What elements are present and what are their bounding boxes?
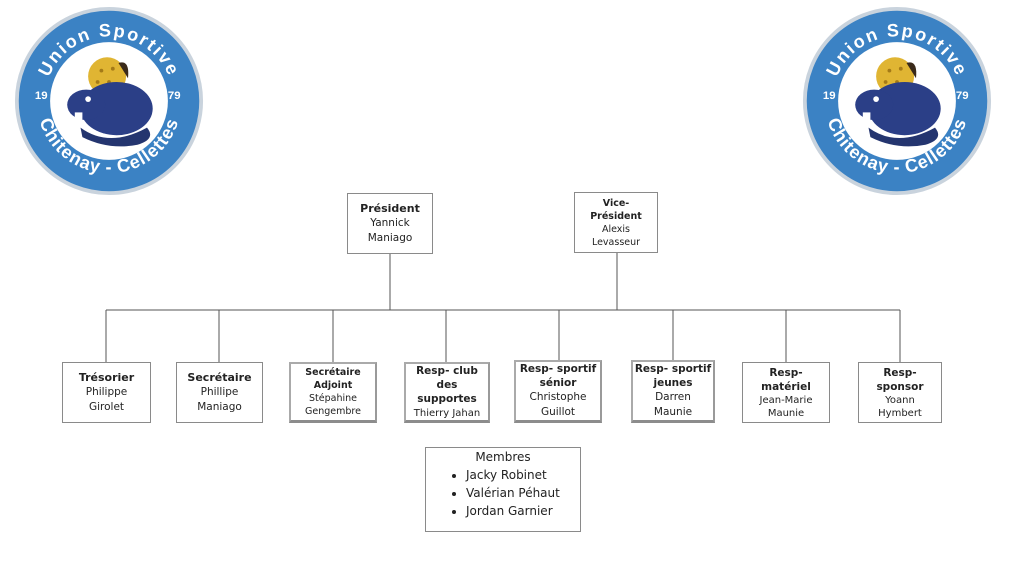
members-list: Jacky Robinet Valérian Péhaut Jordan Gar… xyxy=(426,466,580,520)
person-name: Hymbert xyxy=(878,407,922,419)
logo-year-left: 19 xyxy=(35,90,48,102)
list-item: Valérian Péhaut xyxy=(466,484,580,502)
person-name: Maniago xyxy=(197,401,242,413)
org-box-resp-sponsor: Resp- sponsor Yoann Hymbert xyxy=(858,362,942,423)
members-title: Membres xyxy=(475,450,531,464)
logo-year-left: 19 xyxy=(823,90,836,102)
person-name: Gengembre xyxy=(305,406,361,417)
members-box: Membres Jacky Robinet Valérian Péhaut Jo… xyxy=(425,447,581,532)
person-name: Stépahine xyxy=(309,393,357,404)
person-name: Maunie xyxy=(653,406,693,418)
role-label: Président xyxy=(360,202,420,215)
person-name: Yannick xyxy=(370,217,410,229)
role-label: Vice-Président xyxy=(590,197,642,222)
role-label: Resp- club des supportes xyxy=(416,364,478,405)
logo-year-right: 79 xyxy=(956,90,969,102)
person-name: Darren xyxy=(655,391,691,403)
role-label: Trésorier xyxy=(78,371,135,384)
person-name: Girolet xyxy=(88,401,125,413)
beaver-icon xyxy=(855,82,941,147)
org-box-president: Président Yannick Maniago xyxy=(347,193,433,254)
org-box-resp-sportif-senior: Resp- sportif sénior Christophe Guillot xyxy=(514,360,602,423)
logo-year-right: 79 xyxy=(168,90,181,102)
person-name: Maunie xyxy=(767,407,805,419)
role-label: Resp- sportif jeunes xyxy=(634,363,712,389)
org-box-resp-supporters: Resp- club des supportes Thierry Jahan xyxy=(404,362,490,423)
person-name: Philippe xyxy=(85,386,128,398)
person-name: Jean-Marie xyxy=(759,394,813,406)
person-name: Alexis xyxy=(601,223,631,235)
club-logo-left: Union Sportive Chitenay - Cellettes 19 7… xyxy=(14,6,204,196)
list-item: Jacky Robinet xyxy=(466,466,580,484)
person-name: Christophe xyxy=(529,391,587,403)
beaver-icon xyxy=(67,82,153,147)
person-name: Maniago xyxy=(367,232,413,244)
person-name: Yoann xyxy=(885,394,915,406)
org-box-vice-president: Vice-Président Alexis Levasseur xyxy=(574,192,658,253)
org-box-resp-sportif-jeunes: Resp- sportif jeunes Darren Maunie xyxy=(631,360,715,423)
club-logo-right: Union Sportive Chitenay - Cellettes 19 7… xyxy=(802,6,992,196)
person-name: Levasseur xyxy=(591,236,641,248)
person-name: Phillipe xyxy=(200,386,239,398)
role-label: Secrétaire xyxy=(187,371,252,384)
person-name: Guillot xyxy=(540,406,576,418)
list-item: Jordan Garnier xyxy=(466,502,580,520)
org-box-secretaire: Secrétaire Phillipe Maniago xyxy=(176,362,263,423)
role-label: Resp- sportif sénior xyxy=(519,363,597,389)
org-box-tresorier: Trésorier Philippe Girolet xyxy=(62,362,151,423)
org-box-resp-materiel: Resp- matériel Jean-Marie Maunie xyxy=(742,362,830,423)
org-box-secretaire-adjoint: Secrétaire Adjoint Stépahine Gengembre xyxy=(289,362,377,423)
role-label: Resp- sponsor xyxy=(876,366,924,393)
person-name: Thierry Jahan xyxy=(413,407,481,419)
role-label: Resp- matériel xyxy=(761,366,811,393)
role-label: Secrétaire Adjoint xyxy=(305,367,361,391)
